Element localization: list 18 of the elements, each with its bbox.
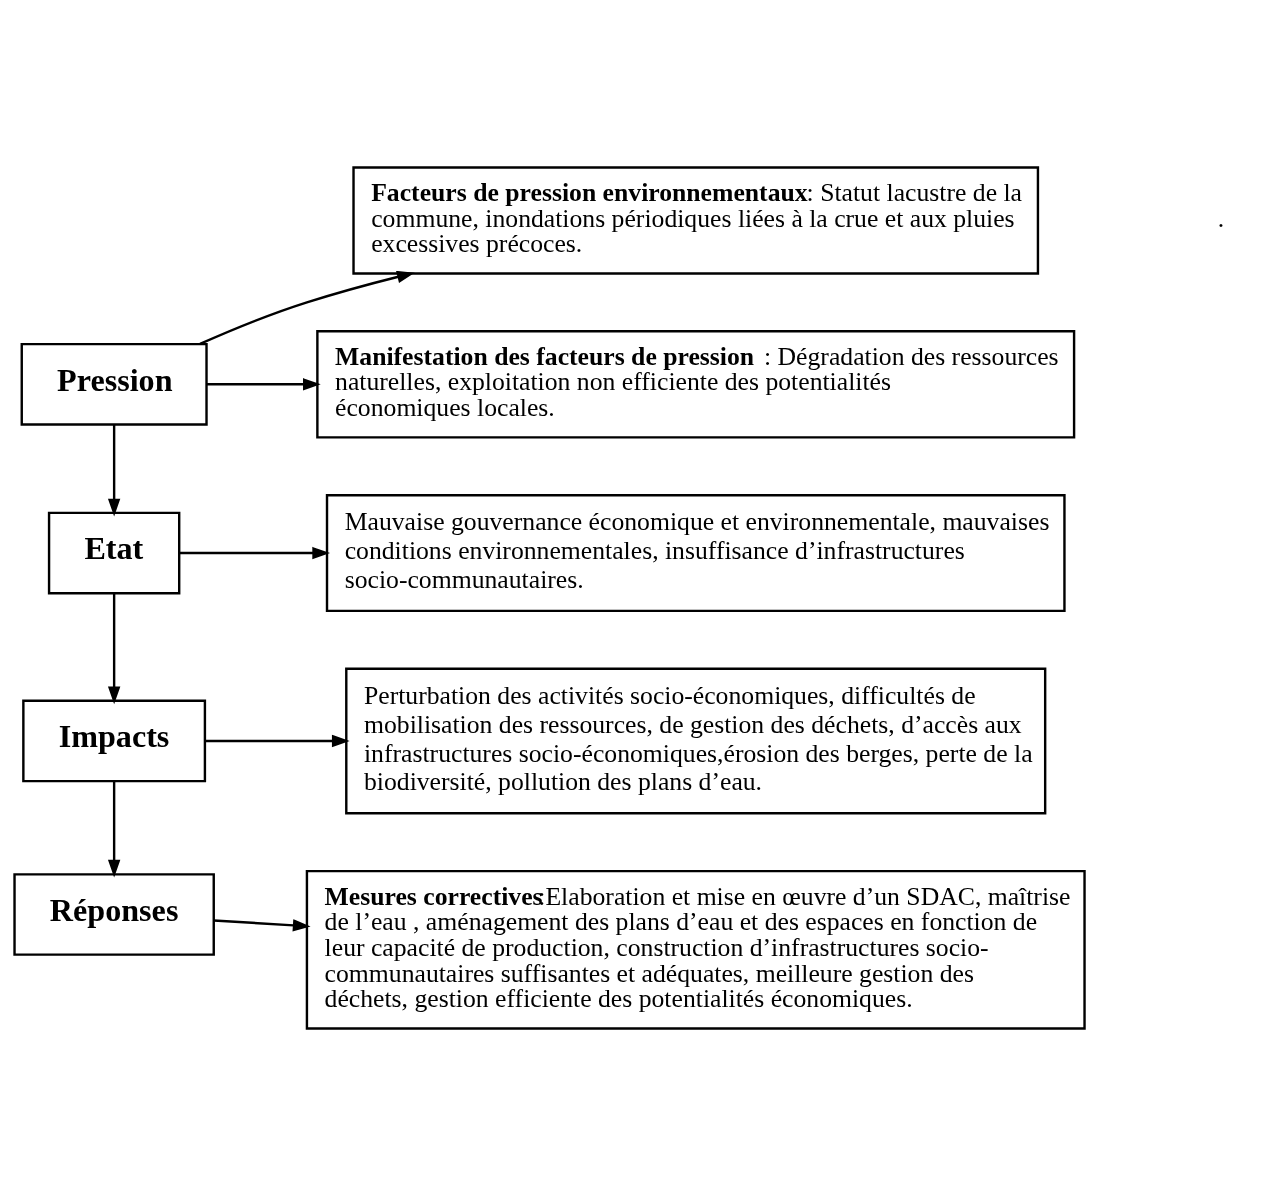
- arrow: [199, 270, 415, 346]
- node-box: Mesures correctives:Elaboration et mise en œuvre d’un SDAC, maîtrise de l’eau , aménagement des plans d’eau et des espaces en fonction de leur capacité de production, construction d’infrastructures socio- communautaires suffisantes et adéquates, meilleure gestion des déchets, gestion efficiente des potentialités économiques.: [305, 869, 1086, 1030]
- arrow: [107, 425, 121, 517]
- node-box: Réponses: [13, 873, 215, 956]
- arrow: [213, 919, 311, 932]
- node-box: Perturbation des activités socio-économiques, difficultés de mobilisation des ressources, de gestion des déchets, d’accès aux infrastructures socio-économiques,érosion des berges, perte de la biodiversité, pollution des plans d’eau.: [345, 667, 1047, 815]
- arrow: [179, 546, 330, 560]
- node-box: Pression: [20, 342, 208, 426]
- arrow: [205, 734, 350, 748]
- label: .: [1217, 203, 1225, 233]
- arrow: [107, 593, 121, 705]
- node-box: Etat: [47, 511, 181, 595]
- arrow: [107, 781, 121, 878]
- node-box: Mauvaise gouvernance économique et environnementale, mauvaises conditions environnementales, insuffisance d’infrastructures socio-communautaires.: [325, 493, 1066, 613]
- arrow: [206, 378, 321, 391]
- node-box: Impacts: [22, 699, 207, 783]
- node-box: Facteurs de pression environnementaux: Statut lacustre de la commune, inondations périodiques liées à la crue et aux pluies excessives précoces.: [352, 166, 1040, 275]
- node-box: Manifestation des facteurs de pression : Dégradation des ressources naturelles, exploitation non efficiente des potentialités économiques locales.: [316, 330, 1076, 439]
